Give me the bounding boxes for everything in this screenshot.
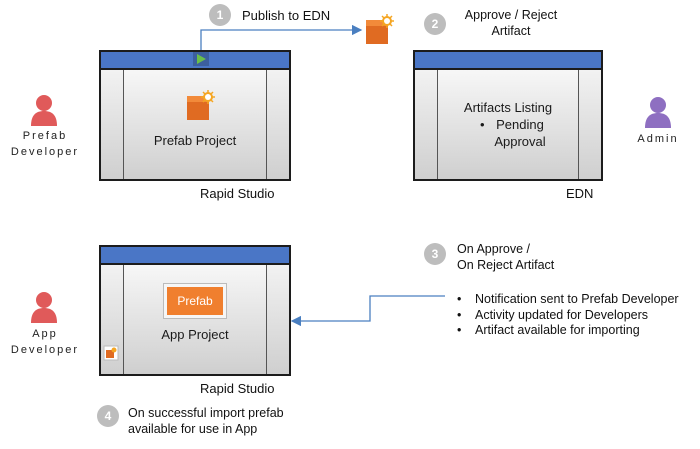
app-developer-avatar [31,292,57,323]
rapid-studio-caption-bottom: Rapid Studio [200,381,275,396]
edn-caption: EDN [566,186,594,201]
edn-window: Artifacts Listing • Pending Approval [413,50,603,181]
list-item: Activity updated for Developers [453,308,693,324]
window-titlebar [415,52,601,70]
window-content: Prefab Project [124,70,266,179]
step-3-circle: 3 [424,243,446,265]
play-icon[interactable] [193,52,209,66]
prefab-widget[interactable]: Prefab [164,284,226,318]
notify-arrow [290,295,445,327]
window-content: Prefab App Project [124,265,266,374]
notification-list: Notification sent to Prefab Developer Ac… [453,292,693,339]
step-2-text: Approve / Reject Artifact [464,8,558,38]
step-4-circle: 4 [97,405,119,427]
rapid-studio-window-bottom: Prefab App Project [99,245,291,376]
window-titlebar [101,247,289,265]
list-item: Notification sent to Prefab Developer [453,292,693,308]
prefab-project-label: Prefab Project [153,133,237,148]
pending-bullet: • Pending Approval [480,117,546,149]
step-4-text: On successful import prefab available fo… [128,406,284,436]
admin-label: Admin [637,133,679,145]
list-item: Artifact available for importing [453,323,693,339]
prefab-small-icon[interactable] [103,345,119,361]
step-3-text: On Approve / On Reject Artifact [457,242,555,272]
prefab-project-icon [187,90,215,120]
step-1-circle: 1 [209,4,231,26]
step-1-text: Publish to EDN [242,8,331,23]
prefab-developer-label: Prefab Developer [10,130,80,158]
rapid-studio-window-top: Prefab Project [99,50,291,181]
admin-avatar [645,97,671,128]
publish-arrow [200,24,363,50]
window-content: Artifacts Listing • Pending Approval [438,70,578,179]
rapid-studio-caption-top: Rapid Studio [200,186,275,201]
prefab-developer-avatar [31,95,57,126]
app-developer-label: App Developer [10,328,80,356]
step-2-circle: 2 [424,13,446,35]
artifacts-listing-title: Artifacts Listing [463,100,553,115]
app-project-label: App Project [161,327,229,342]
artifact-icon [366,14,394,44]
